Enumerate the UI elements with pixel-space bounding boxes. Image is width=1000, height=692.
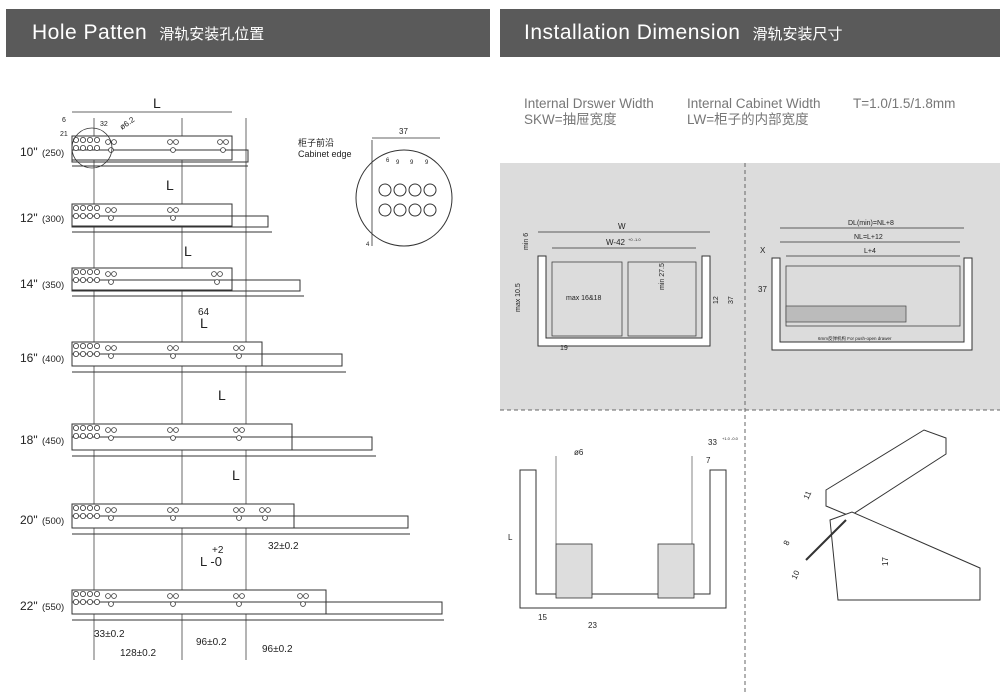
dim-64: 64	[198, 307, 210, 318]
side-DL: DL(min)=NL+8	[848, 220, 894, 227]
slide-mm-10in: (250)	[42, 148, 64, 159]
slide-length-20in: L	[232, 467, 240, 483]
slide-mm-20in: (500)	[42, 516, 64, 527]
front-min6: min 6	[523, 233, 530, 250]
side-L4: L+4	[864, 248, 876, 255]
slide-mm-12in: (300)	[42, 214, 64, 225]
slide-18in: 18" (450) L	[20, 387, 376, 457]
rear-phi6: ø6	[574, 448, 584, 457]
rear-L: L	[508, 533, 513, 542]
right-header-title: Installation Dimension	[524, 21, 741, 44]
side-view: DL(min)=NL+8 NL=L+12 L+4 X 37 6mm反弹机构 Fo…	[758, 220, 973, 351]
hole-pattern-diagram: 10" (250) L 6 32 21 ø6.2 12" (300) L 14"…	[20, 95, 453, 660]
front-max105: max 10.5	[515, 283, 522, 312]
dim-96pm-a: 96±0.2	[196, 637, 227, 648]
slide-12in: 12" (300) L	[20, 177, 272, 233]
front-d37: 37	[728, 296, 735, 304]
front-view: W W-42 +0 -1.0 min 6 max 10.5 max 16&18 …	[515, 222, 735, 352]
iso-d8: 8	[782, 539, 792, 547]
left-header-title: Hole Patten	[32, 21, 148, 44]
slide-20in: 20" (500) L 32±0.2	[20, 467, 410, 552]
slide-length-16in: L	[200, 315, 208, 331]
slide-size-14in: 14"	[20, 277, 38, 291]
spec-drawer-width: Internal Drswer Width SKW=抽屉宽度	[524, 96, 654, 128]
side-note: 6mm反弹机构 For push-open drawer	[818, 335, 892, 342]
rear-view: ø6 33 +1.0 -0.0 7 15 23 L	[508, 436, 739, 630]
slide-14in: 14" (350) L 64	[20, 243, 304, 318]
slide-mm-18in: (450)	[42, 436, 64, 447]
iso-d10: 10	[790, 568, 802, 580]
left-header-subtitle: 滑轨安装孔位置	[159, 25, 265, 43]
front-W42: W-42	[606, 238, 626, 247]
slide-10in: 10" (250) L 6 32 21 ø6.2	[20, 95, 249, 169]
rear-d7: 7	[706, 456, 711, 465]
slide-mm-16in: (400)	[42, 354, 64, 365]
slide-size-12in: 12"	[20, 211, 38, 225]
slide-length-10in: L	[153, 95, 161, 111]
rear-d23: 23	[588, 621, 597, 630]
dim-128pm: 128±0.2	[120, 648, 157, 659]
detail-label-en: Cabinet edge	[298, 149, 352, 159]
slide-size-16in: 16"	[20, 351, 38, 365]
rear-d33-tol: +1.0 -0.0	[722, 436, 739, 441]
side-X: X	[760, 246, 766, 255]
rear-d33: 33	[708, 438, 717, 447]
hole-detail-callout: 柜子前沿 Cabinet edge 37 6 9 9 9 4	[298, 127, 453, 248]
front-min275: min 27.5	[659, 263, 666, 290]
dim-32pm: 32±0.2	[268, 541, 299, 552]
spec-drawer-width-cn: SKW=抽屉宽度	[524, 112, 617, 127]
slide-length-12in: L	[166, 177, 174, 193]
front-d19: 19	[560, 345, 568, 352]
detail-dim-4: 4	[366, 242, 370, 248]
right-header-bar: Installation Dimension 滑轨安装尺寸	[500, 9, 1000, 57]
slide-size-18in: 18"	[20, 433, 38, 447]
detail-dim-9c: 9	[425, 160, 429, 166]
spec-thickness: T=1.0/1.5/1.8mm	[853, 96, 956, 111]
slide-size-22in: 22"	[20, 599, 38, 613]
installation-diagrams: W W-42 +0 -1.0 min 6 max 10.5 max 16&18 …	[500, 163, 1000, 692]
slide-mm-22in: (550)	[42, 602, 64, 613]
front-max1618: max 16&18	[566, 295, 602, 302]
rear-d15: 15	[538, 613, 547, 622]
dim-32: 32	[100, 121, 108, 128]
slide-length-14in: L	[184, 243, 192, 259]
dim-phi62: ø6.2	[118, 115, 137, 132]
iso-d11: 11	[802, 489, 814, 501]
detail-label-cn: 柜子前沿	[298, 137, 334, 148]
detail-dim-9a: 9	[396, 160, 400, 166]
slide-size-20in: 20"	[20, 513, 38, 527]
slide-mm-14in: (350)	[42, 280, 64, 291]
slide-length-18in: L	[218, 387, 226, 403]
dim-L-tol-plus: +2	[212, 545, 224, 556]
dim-33pm: 33±0.2	[94, 629, 125, 640]
side-d37: 37	[758, 285, 767, 294]
detail-dim-6: 6	[386, 158, 390, 164]
dim-96pm-b: 96±0.2	[262, 644, 293, 655]
side-NL: NL=L+12	[854, 234, 883, 241]
front-W42-tol: +0 -1.0	[628, 237, 641, 242]
slide-16in: 16" (400) L	[20, 315, 346, 373]
detail-dim-9b: 9	[410, 160, 414, 166]
right-header-subtitle: 滑轨安装尺寸	[752, 25, 843, 43]
front-W: W	[618, 222, 626, 231]
spec-drawer-width-en: Internal Drswer Width	[524, 96, 654, 111]
dim-6: 6	[62, 117, 66, 124]
dim-21: 21	[60, 131, 68, 138]
slide-size-10in: 10"	[20, 145, 38, 159]
left-header-bar: Hole Patten 滑轨安装孔位置	[6, 9, 490, 57]
spec-cabinet-width-cn: LW=柜子的内部宽度	[687, 112, 809, 127]
dim-L-tol: L -0	[200, 554, 222, 569]
iso-d17: 17	[881, 557, 890, 566]
isometric-view: 11 8 10 17	[782, 429, 981, 601]
detail-dim-37: 37	[399, 127, 408, 136]
slide-22in: 22" (550) +2 L -0 33±0.2 96±0.2 96±0.2 1…	[20, 545, 444, 659]
spec-cabinet-width-en: Internal Cabinet Width	[687, 96, 821, 111]
spec-cabinet-width: Internal Cabinet Width LW=柜子的内部宽度	[687, 96, 821, 128]
front-d12: 12	[713, 296, 720, 304]
